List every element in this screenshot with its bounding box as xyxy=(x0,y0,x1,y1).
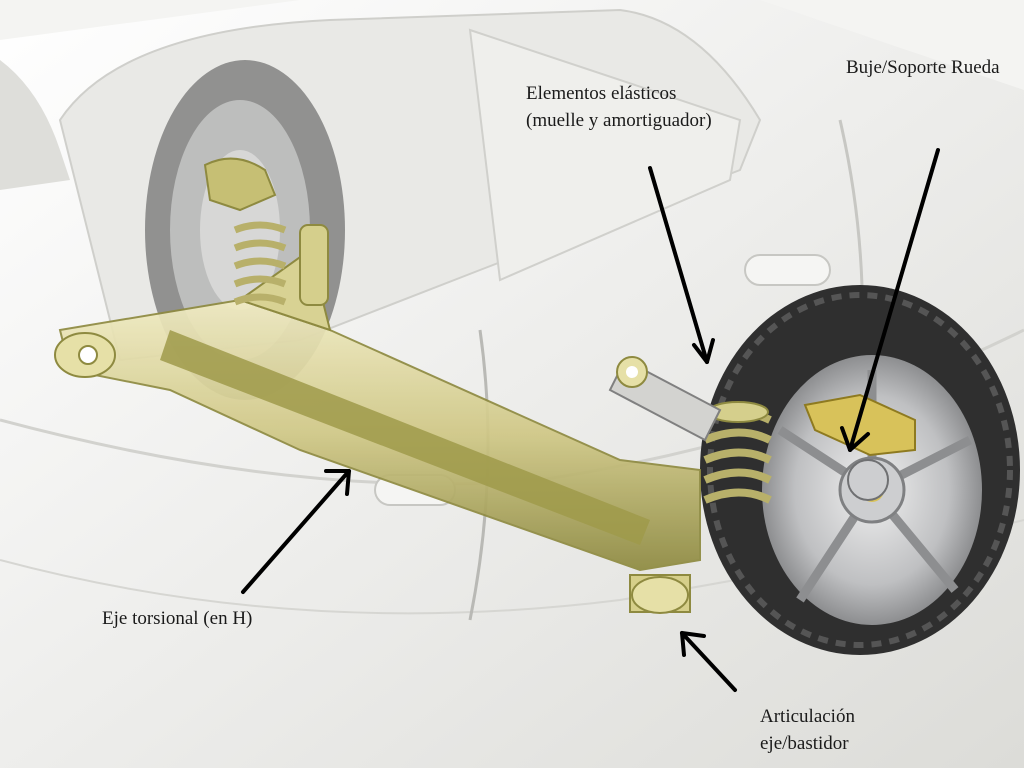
label-elastic-line1: Elementos elásticos xyxy=(526,83,677,104)
coil-spring-right xyxy=(703,401,772,504)
label-elastic-line2: (muelle y amortiguador) xyxy=(526,110,712,131)
label-hub-text: Buje/Soporte Rueda xyxy=(846,57,1000,78)
label-pivot-line1: Articulación xyxy=(760,706,855,727)
label-pivot: Articulación eje/bastidor xyxy=(760,703,855,757)
label-torsion: Eje torsional (en H) xyxy=(102,605,252,632)
pivot-bushing-left xyxy=(54,332,116,378)
label-elastic: Elementos elásticos (muelle y amortiguad… xyxy=(526,80,712,134)
label-torsion-text: Eje torsional (en H) xyxy=(102,608,253,629)
label-pivot-line2: eje/bastidor xyxy=(760,733,849,754)
torsion-beam xyxy=(58,248,701,572)
coil-spring-left xyxy=(203,157,329,306)
shock-absorber-right xyxy=(608,356,722,442)
pivot-bushing-right xyxy=(629,574,691,614)
wheel-hub-right xyxy=(847,459,889,501)
label-hub: Buje/Soporte Rueda xyxy=(846,54,1000,81)
